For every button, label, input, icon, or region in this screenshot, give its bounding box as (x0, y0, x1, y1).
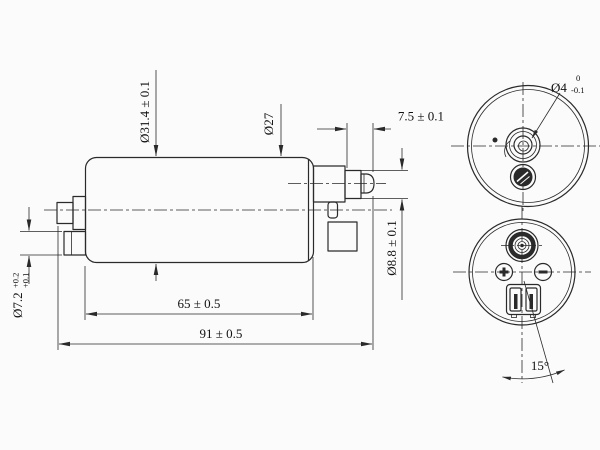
dim-connector-angle-label: 15° (531, 358, 549, 373)
dim-body-length: 65 ± 0.5 (84, 257, 314, 320)
connector-pin-left (514, 294, 518, 309)
dim-outlet-length-label: 7.5 ± 0.1 (398, 109, 444, 124)
inlet-hole (504, 127, 541, 163)
eccentric-arc (504, 140, 511, 158)
dim-connector-angle: 15° (502, 280, 565, 384)
connector-pin-right (529, 294, 533, 309)
dim-cap-diameter-label: Ø27 (261, 112, 276, 135)
negative-terminal (533, 262, 553, 282)
dim-inlet-hole-nominal: Ø4 (551, 80, 567, 95)
dim-inlet-hole-tol-upper: 0 (576, 73, 580, 83)
bottom-end-view: 15° (453, 206, 591, 384)
outlet-valve-block (312, 165, 346, 203)
angle-reference-line (523, 280, 554, 384)
dim-outlet-diameter-label: Ø8.8 ± 0.1 (384, 220, 399, 276)
dim-body-diameter: Ø31.4 ± 0.1 (137, 70, 159, 281)
dim-overall-length-label: 91 ± 0.5 (200, 326, 243, 341)
connector-foot-left (511, 314, 517, 318)
dim-body-length-label: 65 ± 0.5 (178, 296, 221, 311)
dim-inlet-port-tol-upper: +0.2 (11, 273, 21, 288)
inlet-stub (56, 201, 74, 225)
positive-terminal (494, 262, 514, 282)
outlet-tip (360, 173, 375, 194)
dim-inlet-port-nominal: Ø7.2 (10, 292, 25, 318)
dim-body-diameter-label: Ø31.4 ± 0.1 (137, 81, 152, 143)
dimensions: Ø31.4 ± 0.1 Ø27 7.5 ± 0.1 Ø8.8 ± 0.1 (10, 70, 444, 350)
vent-plug (509, 163, 537, 191)
dim-outlet-diameter: Ø8.8 ± 0.1 (352, 148, 408, 300)
connector-boss (327, 221, 358, 252)
dim-cap-diameter: Ø27 (261, 104, 284, 157)
dim-inlet-hole: Ø4 0 -0.1 (531, 73, 584, 139)
dim-inlet-port-tol-lower: +0.1 (21, 273, 31, 288)
inlet-port-block (63, 230, 87, 256)
side-view (44, 156, 392, 264)
connector-slot-right (525, 287, 538, 312)
angle-arc (502, 369, 565, 381)
dim-inlet-port-diameter: Ø7.2 +0.2 +0.1 (10, 207, 62, 318)
connector-housing (505, 283, 542, 316)
dim-inlet-hole-tol-lower: -0.1 (571, 85, 584, 95)
top-end-view: Ø4 0 -0.1 (451, 73, 600, 212)
dim-outlet-length: 7.5 ± 0.1 (317, 109, 444, 172)
connector-slot-left (509, 287, 522, 312)
inlet-stub-flange (72, 195, 87, 231)
outlet-gland (501, 228, 543, 263)
datum-dot (492, 137, 498, 143)
electrical-connector (505, 283, 542, 318)
connector-foot-right (530, 314, 536, 318)
outlet-step (344, 169, 362, 200)
dim-overall-length: 91 ± 0.5 (57, 196, 374, 350)
